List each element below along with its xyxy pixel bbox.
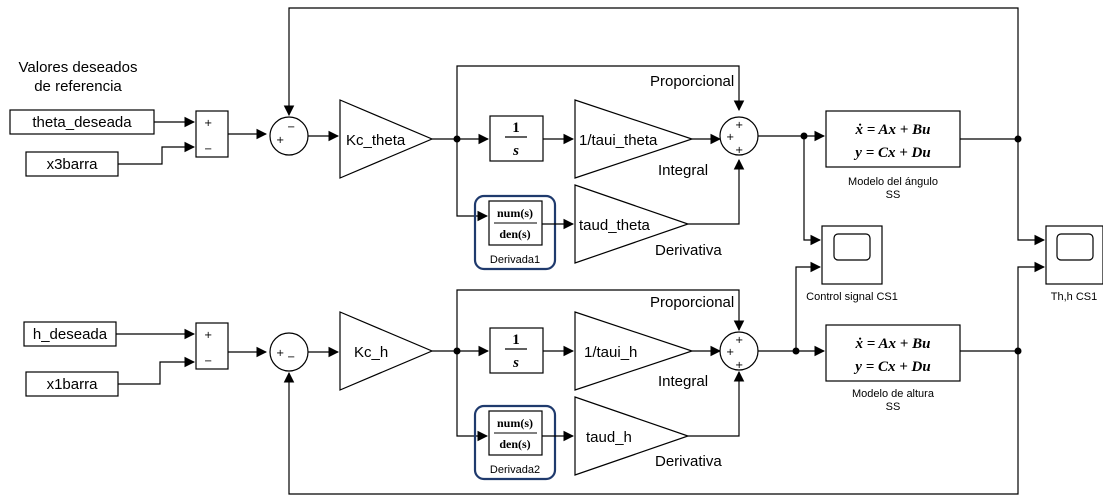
- h-ti-label: 1/taui_h: [584, 344, 637, 361]
- signal-theta-proportional: [456, 65, 745, 139]
- sum2-plus: +: [276, 348, 284, 359]
- theta-td-label: taud_theta: [579, 217, 651, 234]
- signal-theta-output: [960, 138, 1046, 246]
- sub1-minus: −: [204, 144, 212, 155]
- h-desired-block[interactable]: [23, 321, 117, 347]
- theta-integrator-den: s: [512, 143, 519, 159]
- signal-h-to-scope: [795, 261, 822, 351]
- derivada2-num: num(s): [497, 416, 533, 430]
- theta-ti-label: 1/taui_theta: [579, 132, 658, 149]
- reference-title-line2: de referencia: [34, 78, 122, 95]
- signal-x3barra: [118, 141, 196, 165]
- control-scope-screen: [833, 233, 871, 261]
- kc-theta-gain[interactable]: [339, 99, 434, 179]
- theta-desired-label: theta_deseada: [32, 114, 132, 131]
- signal-theta-derivative: [688, 158, 745, 225]
- sum2-minus: −: [287, 352, 295, 363]
- theta-integral-label: Integral: [658, 162, 708, 179]
- signal-theta-derivative-in: [456, 139, 489, 222]
- kc-h-gain[interactable]: [339, 311, 434, 391]
- theta-integrator-block[interactable]: [489, 115, 544, 162]
- h-derivative-gain[interactable]: [574, 396, 690, 476]
- h-ss-name-line2: SS: [886, 401, 901, 413]
- signal-x1barra: [118, 356, 196, 385]
- x1barra-label: x1barra: [47, 376, 99, 393]
- theta-input-subtract-block[interactable]: [195, 110, 229, 158]
- x1barra-block[interactable]: [25, 371, 119, 397]
- h-derivative-label: Derivativa: [655, 453, 722, 470]
- x3barra-block[interactable]: [25, 151, 119, 177]
- output-scope-label: Th,h CS1: [1051, 291, 1097, 303]
- sub2-minus: −: [204, 356, 212, 367]
- theta-integral-gain[interactable]: [574, 99, 694, 179]
- sum1-plus: +: [276, 135, 284, 146]
- theta-ss-block[interactable]: [825, 110, 961, 168]
- h-ss-name-line1: Modelo de altura: [852, 388, 935, 400]
- output-scope-screen: [1056, 233, 1094, 261]
- h-td-label: taud_h: [586, 429, 632, 446]
- theta-integrator-num: 1: [512, 120, 520, 136]
- derivada2-highlight: [473, 404, 557, 481]
- signal-h-output: [960, 261, 1046, 352]
- signal-h-derivative: [688, 370, 745, 437]
- derivada1-den: den(s): [499, 227, 530, 241]
- pid2-plus-left: +: [726, 347, 734, 358]
- x3barra-label: x3barra: [47, 156, 99, 173]
- theta-ss-name-line1: Modelo del ángulo: [848, 176, 938, 188]
- h-integral-gain[interactable]: [574, 311, 694, 391]
- kc-h-label: Kc_h: [354, 344, 388, 361]
- pid1-plus-bottom: +: [735, 145, 743, 156]
- theta-desired-block[interactable]: [9, 109, 155, 135]
- h-input-subtract-block[interactable]: [195, 322, 229, 370]
- pid2-plus-top: +: [735, 335, 743, 346]
- h-desired-label: h_deseada: [33, 326, 108, 343]
- signal-theta-to-scope: [803, 136, 822, 246]
- theta-ss-line1: ẋ = Ax + Bu: [855, 122, 931, 138]
- h-integral-label: Integral: [658, 373, 708, 390]
- h-integrator-block[interactable]: [489, 327, 544, 374]
- sub2-plus: +: [204, 330, 212, 341]
- derivada1-highlight: [473, 194, 557, 271]
- sub1-plus: +: [204, 118, 212, 129]
- h-proportional-label: Proporcional: [650, 294, 734, 311]
- theta-derivative-gain[interactable]: [574, 184, 690, 264]
- derivada1-name: Derivada1: [490, 254, 540, 266]
- derivada1-num: num(s): [497, 206, 533, 220]
- derivada2-name: Derivada2: [490, 464, 540, 476]
- theta-proportional-label: Proporcional: [650, 73, 734, 90]
- signal-theta-feedback: [283, 7, 1019, 139]
- reference-title-line1: Valores deseados: [19, 59, 138, 76]
- theta-ss-name-line2: SS: [886, 189, 901, 201]
- h-integrator-den: s: [512, 355, 519, 371]
- pid1-plus-top: +: [735, 120, 743, 131]
- pid1-plus-left: +: [726, 132, 734, 143]
- h-ss-line2: y = Cx + Du: [853, 359, 930, 375]
- signal-h-derivative-in: [456, 351, 489, 442]
- derivada2-den: den(s): [499, 437, 530, 451]
- control-scope-label: Control signal CS1: [806, 291, 898, 303]
- h-ss-line1: ẋ = Ax + Bu: [855, 336, 931, 352]
- theta-ss-line2: y = Cx + Du: [853, 145, 930, 161]
- h-ss-block[interactable]: [825, 324, 961, 382]
- sum1-minus: −: [287, 122, 295, 133]
- h-integrator-num: 1: [512, 332, 520, 348]
- theta-derivative-label: Derivativa: [655, 242, 722, 259]
- signal-h-feedback: [283, 351, 1019, 495]
- signal-h-proportional: [456, 289, 745, 351]
- pid2-plus-bottom: +: [735, 360, 743, 371]
- kc-theta-label: Kc_theta: [346, 132, 406, 149]
